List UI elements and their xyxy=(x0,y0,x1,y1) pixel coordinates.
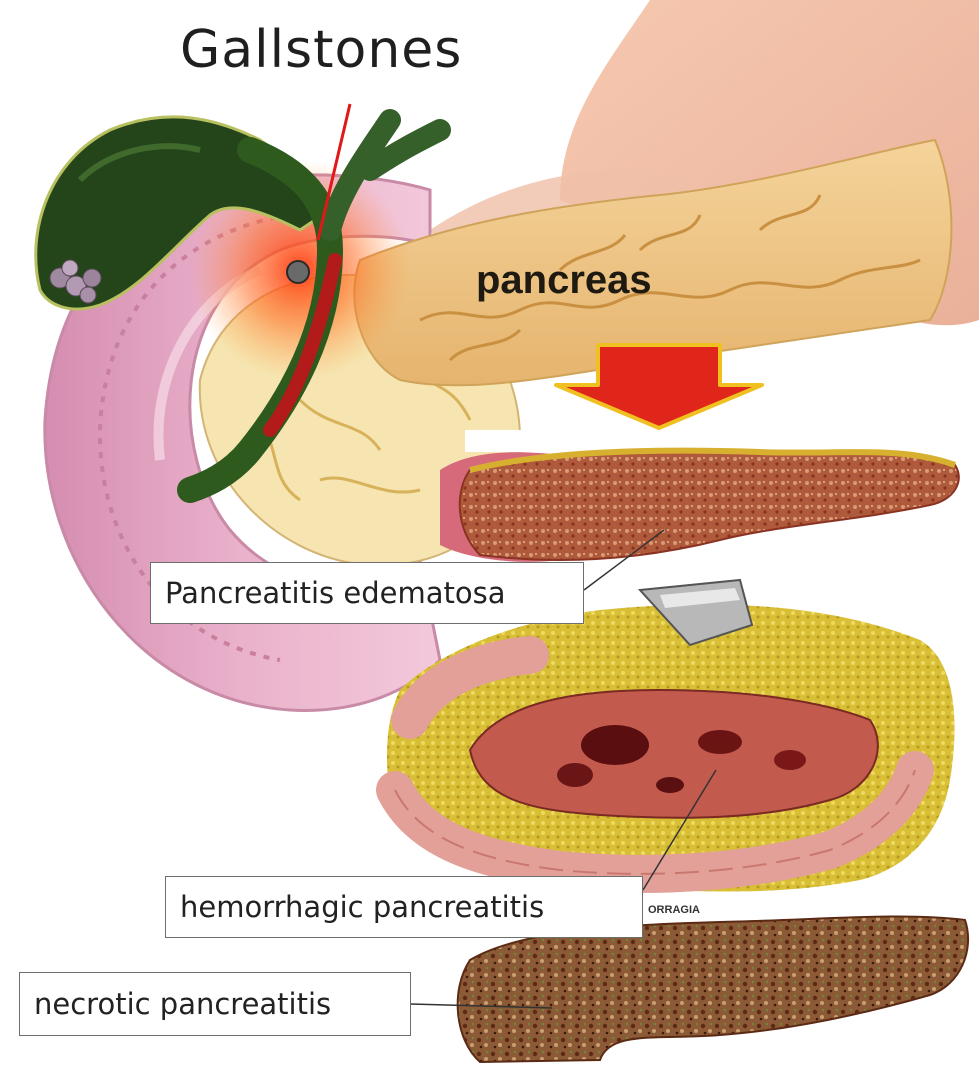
label-hemorrhagic-text: hemorrhagic pancreatitis xyxy=(180,890,544,924)
label-edematous-pancreatitis: Pancreatitis edematosa xyxy=(150,562,584,624)
title-gallstones: Gallstones xyxy=(180,20,462,80)
label-necrotic-pancreatitis: necrotic pancreatitis xyxy=(19,972,411,1036)
impacted-stone xyxy=(287,261,309,283)
label-pancreas: pancreas xyxy=(476,258,652,303)
edematous-specimen xyxy=(440,451,959,562)
label-hemorrhagic-pancreatitis: hemorrhagic pancreatitis xyxy=(165,876,643,938)
fragment-text: ORRAGIA xyxy=(648,904,700,916)
label-necrotic-text: necrotic pancreatitis xyxy=(34,987,331,1021)
label-edematous-text: Pancreatitis edematosa xyxy=(165,576,505,610)
necrotic-specimen xyxy=(458,917,968,1062)
